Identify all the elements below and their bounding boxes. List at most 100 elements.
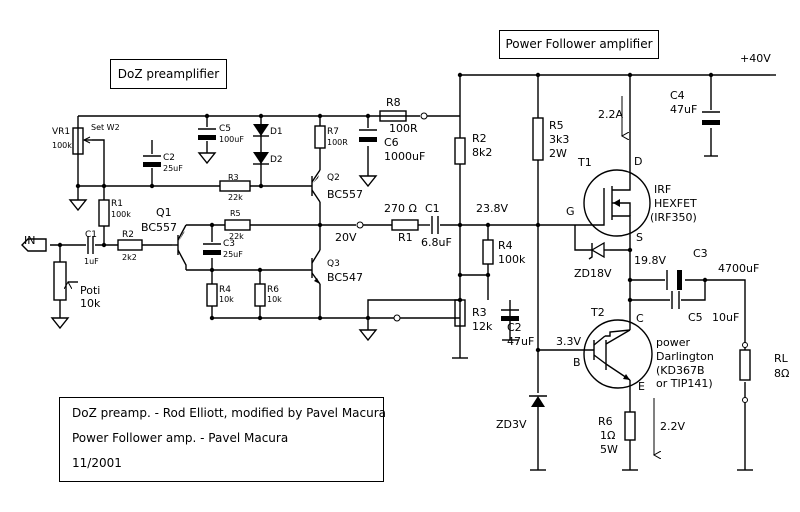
r2-in-name: R2 — [122, 230, 134, 240]
r3-pwr-name: R3 — [472, 306, 487, 319]
note-preamp-credit: DoZ preamp. - Rod Elliott, modified by P… — [72, 406, 387, 420]
r2-pwr-name: R2 — [472, 132, 487, 145]
r5-pwr-name: R5 — [549, 119, 564, 132]
r8-name: R8 — [386, 96, 401, 109]
reading-gate-bias: 23.8V — [476, 202, 508, 215]
r6-pwr-value: 1Ω — [600, 429, 615, 442]
r1-pwr-value: 270 Ω — [384, 202, 417, 215]
input-connector — [21, 238, 47, 252]
q3-type: BC547 — [327, 271, 363, 284]
q2-type: BC557 — [327, 188, 363, 201]
r5-pre-value: 22k — [229, 232, 244, 241]
c5-pwr-symbol — [671, 291, 680, 309]
t1-line1: IRF — [654, 183, 671, 196]
t2-pin-b: B — [573, 356, 581, 369]
reading-emitter: 2.2V — [660, 420, 685, 433]
d1-name: D1 — [270, 127, 283, 137]
c2-pwr-value: 47uF — [507, 335, 534, 348]
q1-name: Q1 — [156, 206, 172, 219]
ground-symbols — [50, 152, 753, 471]
power-title-box: Power Follower amplifier — [499, 30, 659, 59]
t2-name: T2 — [590, 306, 605, 319]
t1-name: T1 — [577, 156, 592, 169]
power-title: Power Follower amplifier — [505, 37, 653, 51]
q2-symbol — [311, 169, 321, 203]
t1-pin-g: G — [566, 205, 575, 218]
r3-pre-name: R3 — [228, 173, 239, 182]
c2-pre-symbol — [143, 155, 161, 167]
t2-pin-e: E — [638, 380, 645, 393]
r8-value: 100R — [389, 122, 418, 135]
r2-pwr-symbol — [454, 137, 466, 165]
t2-line1: power — [656, 336, 690, 349]
t2-line2: Darlington — [656, 350, 714, 363]
r6-pre-symbol — [254, 283, 266, 307]
r4-pwr-symbol — [482, 239, 494, 265]
c6-value: 1000uF — [384, 150, 425, 163]
r2-in-value: 2k2 — [122, 253, 137, 262]
c5-pwr-name: C5 — [688, 311, 703, 324]
r6-pwr-name: R6 — [598, 415, 613, 428]
vr1-value: 100k — [52, 141, 72, 150]
r1-pwr-name: R1 — [398, 231, 413, 244]
r3-pwr-value: 12k — [472, 320, 493, 333]
note-date: 11/2001 — [72, 456, 122, 470]
c6-name: C6 — [384, 136, 399, 149]
r7-value: 100R — [327, 138, 348, 147]
c1-in-symbol — [87, 236, 94, 254]
c3-pwr-name: C3 — [693, 247, 708, 260]
r1-pwr-symbol — [391, 219, 419, 231]
t2-pin-c: C — [636, 312, 644, 325]
r5-pwr-power: 2W — [549, 147, 567, 160]
c5-pre-value: 100uF — [219, 135, 244, 144]
c6-symbol — [359, 129, 377, 142]
r6-pre-value: 10k — [267, 295, 282, 304]
q1-symbol — [172, 224, 187, 270]
r6-pre-name: R6 — [267, 285, 279, 295]
zd3-symbol — [529, 395, 547, 407]
r3-pwr-symbol — [454, 299, 466, 327]
reading-drain-current: 2.2A — [598, 108, 623, 121]
c3-pre-symbol — [203, 243, 221, 255]
t2-line4: or TIP141) — [656, 377, 713, 390]
r3-pre-symbol — [219, 180, 251, 192]
preamp-title: DoZ preamplifier — [117, 67, 220, 81]
c1-pwr-value: 6.8uF — [421, 236, 452, 249]
c3-pwr-value: 4700uF — [718, 262, 759, 275]
zd18-name: ZD18V — [574, 267, 612, 280]
c2-pwr-symbol — [501, 309, 519, 321]
c1-in-name: C1 — [85, 230, 97, 240]
c2-pre-name: C2 — [163, 153, 175, 163]
c4-value: 47uF — [670, 103, 697, 116]
power-wiring — [367, 72, 770, 470]
input-label: IN — [24, 234, 35, 247]
r6-pwr-symbol — [624, 411, 636, 441]
r3-pre-value: 22k — [228, 193, 243, 202]
r5-pwr-symbol — [532, 117, 544, 161]
c1-pwr-symbol — [431, 216, 439, 234]
rl-value: 8Ω — [774, 367, 789, 380]
c3-pre-name: C3 — [223, 239, 235, 249]
r7-name: R7 — [327, 127, 339, 137]
c3-pre-value: 25uF — [223, 250, 243, 259]
c5-pre-name: C5 — [219, 124, 231, 134]
zd18-symbol — [588, 241, 610, 260]
q1-type: BC557 — [141, 221, 177, 234]
r1-pre-symbol — [98, 199, 110, 227]
q2-name: Q2 — [327, 173, 340, 183]
preamp-title-box: DoZ preamplifier — [110, 59, 227, 89]
r2-pwr-value: 8k2 — [472, 146, 492, 159]
r4-pre-name: R4 — [219, 285, 231, 295]
t1-line3: (IRF350) — [650, 211, 697, 224]
c1-pwr-name: C1 — [425, 202, 440, 215]
c5-pre-symbol — [198, 128, 216, 140]
rl-symbol — [739, 349, 751, 381]
q3-symbol — [311, 249, 321, 285]
rl-name: RL — [774, 352, 789, 365]
supply-rail-label: +40V — [740, 52, 771, 65]
r4-pwr-name: R4 — [498, 239, 513, 252]
c1-in-value: 1uF — [84, 257, 99, 266]
c2-pwr-name: C2 — [507, 321, 522, 334]
c5-pwr-value: 10uF — [712, 311, 739, 324]
